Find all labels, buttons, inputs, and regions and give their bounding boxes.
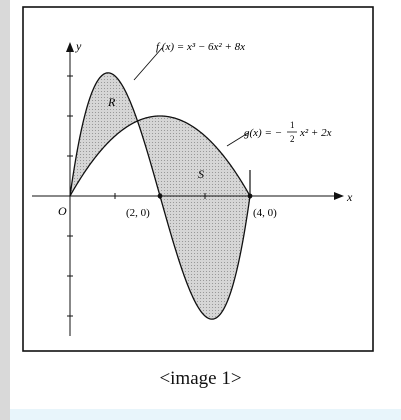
bottom-highlight-strip: [10, 409, 401, 420]
g-fraction-numerator: 1: [290, 120, 295, 130]
x-axis-label: x: [346, 190, 353, 204]
region-r-label: R: [107, 95, 116, 109]
point-2-0-dot: [157, 193, 163, 199]
g-equation-suffix: x² + 2x: [299, 127, 332, 139]
f-label-leader: [133, 47, 163, 81]
g-equation-prefix: g(x) = −: [244, 127, 282, 139]
origin-label: O: [58, 204, 67, 218]
graph-svg: y x O (2, 0) (4, 0) R S f (x) = x³ − 6x²…: [22, 6, 374, 352]
region-s: [137, 116, 250, 320]
g-fraction-denominator: 2: [290, 134, 295, 144]
y-axis-label: y: [75, 39, 82, 53]
image-caption: <image 1>: [159, 368, 242, 389]
point-2-0-label: (2, 0): [126, 207, 150, 219]
f-equation-label: f (x) = x³ − 6x² + 8x: [156, 41, 245, 53]
x-axis-arrow: [334, 192, 344, 200]
region-s-label: S: [198, 167, 204, 181]
left-margin-bar: [0, 0, 10, 420]
y-axis-arrow: [66, 42, 74, 52]
region-r: [70, 72, 138, 196]
y-axis-ticks: [67, 75, 73, 317]
curve-g: [69, 115, 251, 197]
graph-figure: y x O (2, 0) (4, 0) R S f (x) = x³ − 6x²…: [22, 6, 374, 352]
g-label-leader: [226, 132, 249, 147]
point-4-0-label: (4, 0): [253, 207, 277, 219]
